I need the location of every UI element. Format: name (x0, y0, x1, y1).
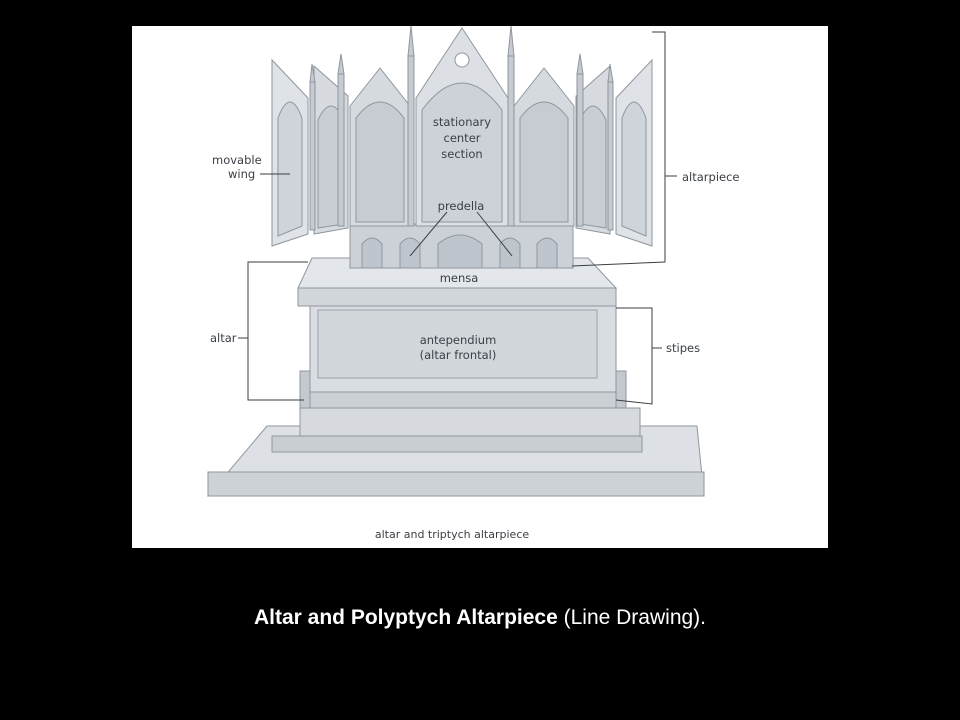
caption-bold: Altar and Polyptych Altarpiece (253, 606, 558, 629)
movable-wing-label-1: movable (212, 153, 262, 167)
predella-label: predella (438, 199, 485, 213)
antependium-label-1: antependium (420, 333, 497, 347)
mensa-label: mensa (440, 271, 479, 285)
antependium-label-2: (altar frontal) (420, 348, 497, 362)
caption-rest: (Line Drawing). (557, 606, 707, 629)
stationary-label-1: stationary (433, 115, 491, 129)
altarpiece-label: altarpiece (682, 170, 740, 184)
stipes-label: stipes (666, 341, 700, 355)
movable-wing-label-2: wing (228, 167, 255, 181)
antependium-panel (317, 309, 598, 379)
panel-caption: altar and triptych altarpiece (375, 528, 530, 541)
altar-diagram: movable wing stationary center section p… (206, 26, 740, 541)
diagram-panel: movable wing stationary center section p… (132, 26, 828, 548)
stationary-label-2: center (444, 131, 481, 145)
slide-caption: Altar and Polyptych Altarpiece (Line Dra… (0, 606, 960, 630)
altar-label: altar (210, 331, 237, 345)
base-step (299, 407, 641, 437)
stationary-label-3: section (441, 147, 482, 161)
